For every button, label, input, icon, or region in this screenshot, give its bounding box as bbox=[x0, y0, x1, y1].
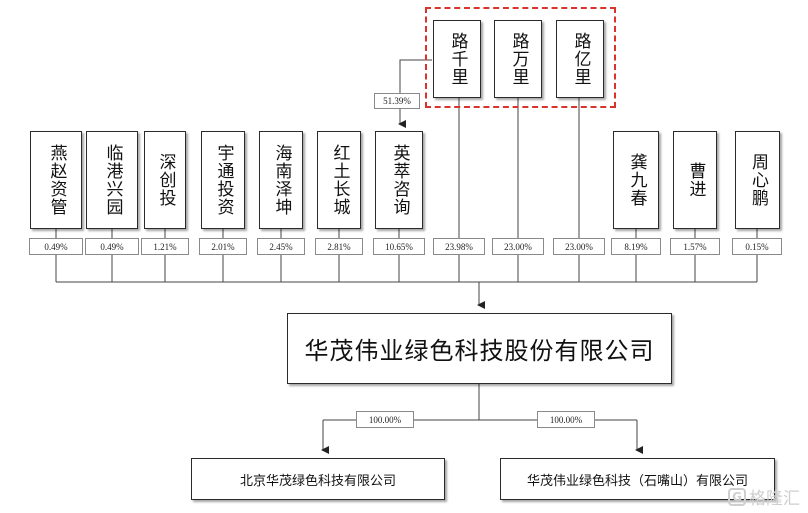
stake-label: 1.57% bbox=[670, 238, 720, 255]
stake-label: 23.98% bbox=[433, 238, 485, 255]
main-company-box: 华茂伟业绿色科技股份有限公司 bbox=[287, 313, 672, 384]
shareholder-box-yingcui: 英萃咨询 bbox=[375, 131, 423, 229]
shareholder-box-shenchuangtou: 深创投 bbox=[144, 131, 186, 229]
subsidiary-box-beijing: 北京华茂绿色科技有限公司 bbox=[191, 458, 445, 500]
shareholder-box-yutong: 宇通投资 bbox=[201, 131, 245, 229]
shareholder-name: 临港兴园 bbox=[102, 144, 123, 216]
watermark-text: 格隆汇 bbox=[749, 489, 800, 509]
shareholder-box-luyili: 路亿里 bbox=[556, 20, 604, 98]
shareholder-name: 曹进 bbox=[685, 162, 706, 198]
shareholder-box-lingang: 临港兴园 bbox=[86, 131, 138, 229]
watermark: G 格隆汇 bbox=[728, 484, 800, 509]
shareholder-name: 深创投 bbox=[155, 153, 176, 207]
controlling-shareholders-highlight bbox=[425, 7, 616, 108]
stake-label: 0.49% bbox=[85, 238, 139, 255]
shareholder-name: 海南泽坤 bbox=[271, 144, 292, 216]
stake-label: 8.19% bbox=[611, 238, 661, 255]
shareholder-box-gongjiuchun: 龚九春 bbox=[613, 131, 659, 229]
stake-label: 10.65% bbox=[373, 238, 425, 255]
shareholder-name: 路亿里 bbox=[570, 32, 591, 86]
subsidiary-name: 华茂伟业绿色科技（石嘴山）有限公司 bbox=[526, 473, 748, 489]
subsidiary-stake-label: 100.00% bbox=[356, 411, 414, 428]
gelonghui-logo-icon: G bbox=[728, 487, 746, 506]
stake-label: 2.45% bbox=[257, 238, 305, 255]
shareholder-box-yanzhao: 燕赵资管 bbox=[30, 131, 82, 229]
shareholder-name: 英萃咨询 bbox=[389, 144, 410, 216]
stake-label: 0.15% bbox=[732, 238, 782, 255]
shareholder-box-luwanli: 路万里 bbox=[494, 20, 542, 98]
shareholder-name: 红土长城 bbox=[329, 144, 350, 216]
shareholder-box-caojin: 曹进 bbox=[673, 131, 717, 229]
stake-label-yingcui: 51.39% bbox=[374, 93, 420, 109]
shareholder-name: 路万里 bbox=[508, 32, 529, 86]
shareholder-name: 燕赵资管 bbox=[46, 144, 67, 216]
shareholder-name: 路千里 bbox=[447, 32, 468, 86]
main-company-name: 华茂伟业绿色科技股份有限公司 bbox=[304, 337, 655, 365]
stake-label: 23.00% bbox=[553, 238, 605, 255]
shareholder-box-hainan: 海南泽坤 bbox=[259, 131, 303, 229]
shareholder-box-hongtu: 红土长城 bbox=[317, 131, 361, 229]
stake-label: 1.21% bbox=[141, 238, 189, 255]
subsidiary-stake-label: 100.00% bbox=[537, 411, 595, 428]
stake-label: 0.49% bbox=[29, 238, 83, 255]
shareholder-box-zhouxinpeng: 周心鹏 bbox=[735, 131, 780, 229]
shareholder-name: 龚九春 bbox=[626, 153, 647, 207]
stake-label: 2.01% bbox=[199, 238, 247, 255]
subsidiary-box-shizuishan: 华茂伟业绿色科技（石嘴山）有限公司 bbox=[500, 458, 775, 500]
stake-label: 23.00% bbox=[492, 238, 544, 255]
shareholder-box-luqianli: 路千里 bbox=[433, 20, 481, 98]
stake-label: 2.81% bbox=[315, 238, 363, 255]
shareholder-name: 宇通投资 bbox=[213, 144, 234, 216]
shareholder-name: 周心鹏 bbox=[748, 153, 768, 207]
subsidiary-name: 北京华茂绿色科技有限公司 bbox=[239, 473, 396, 489]
